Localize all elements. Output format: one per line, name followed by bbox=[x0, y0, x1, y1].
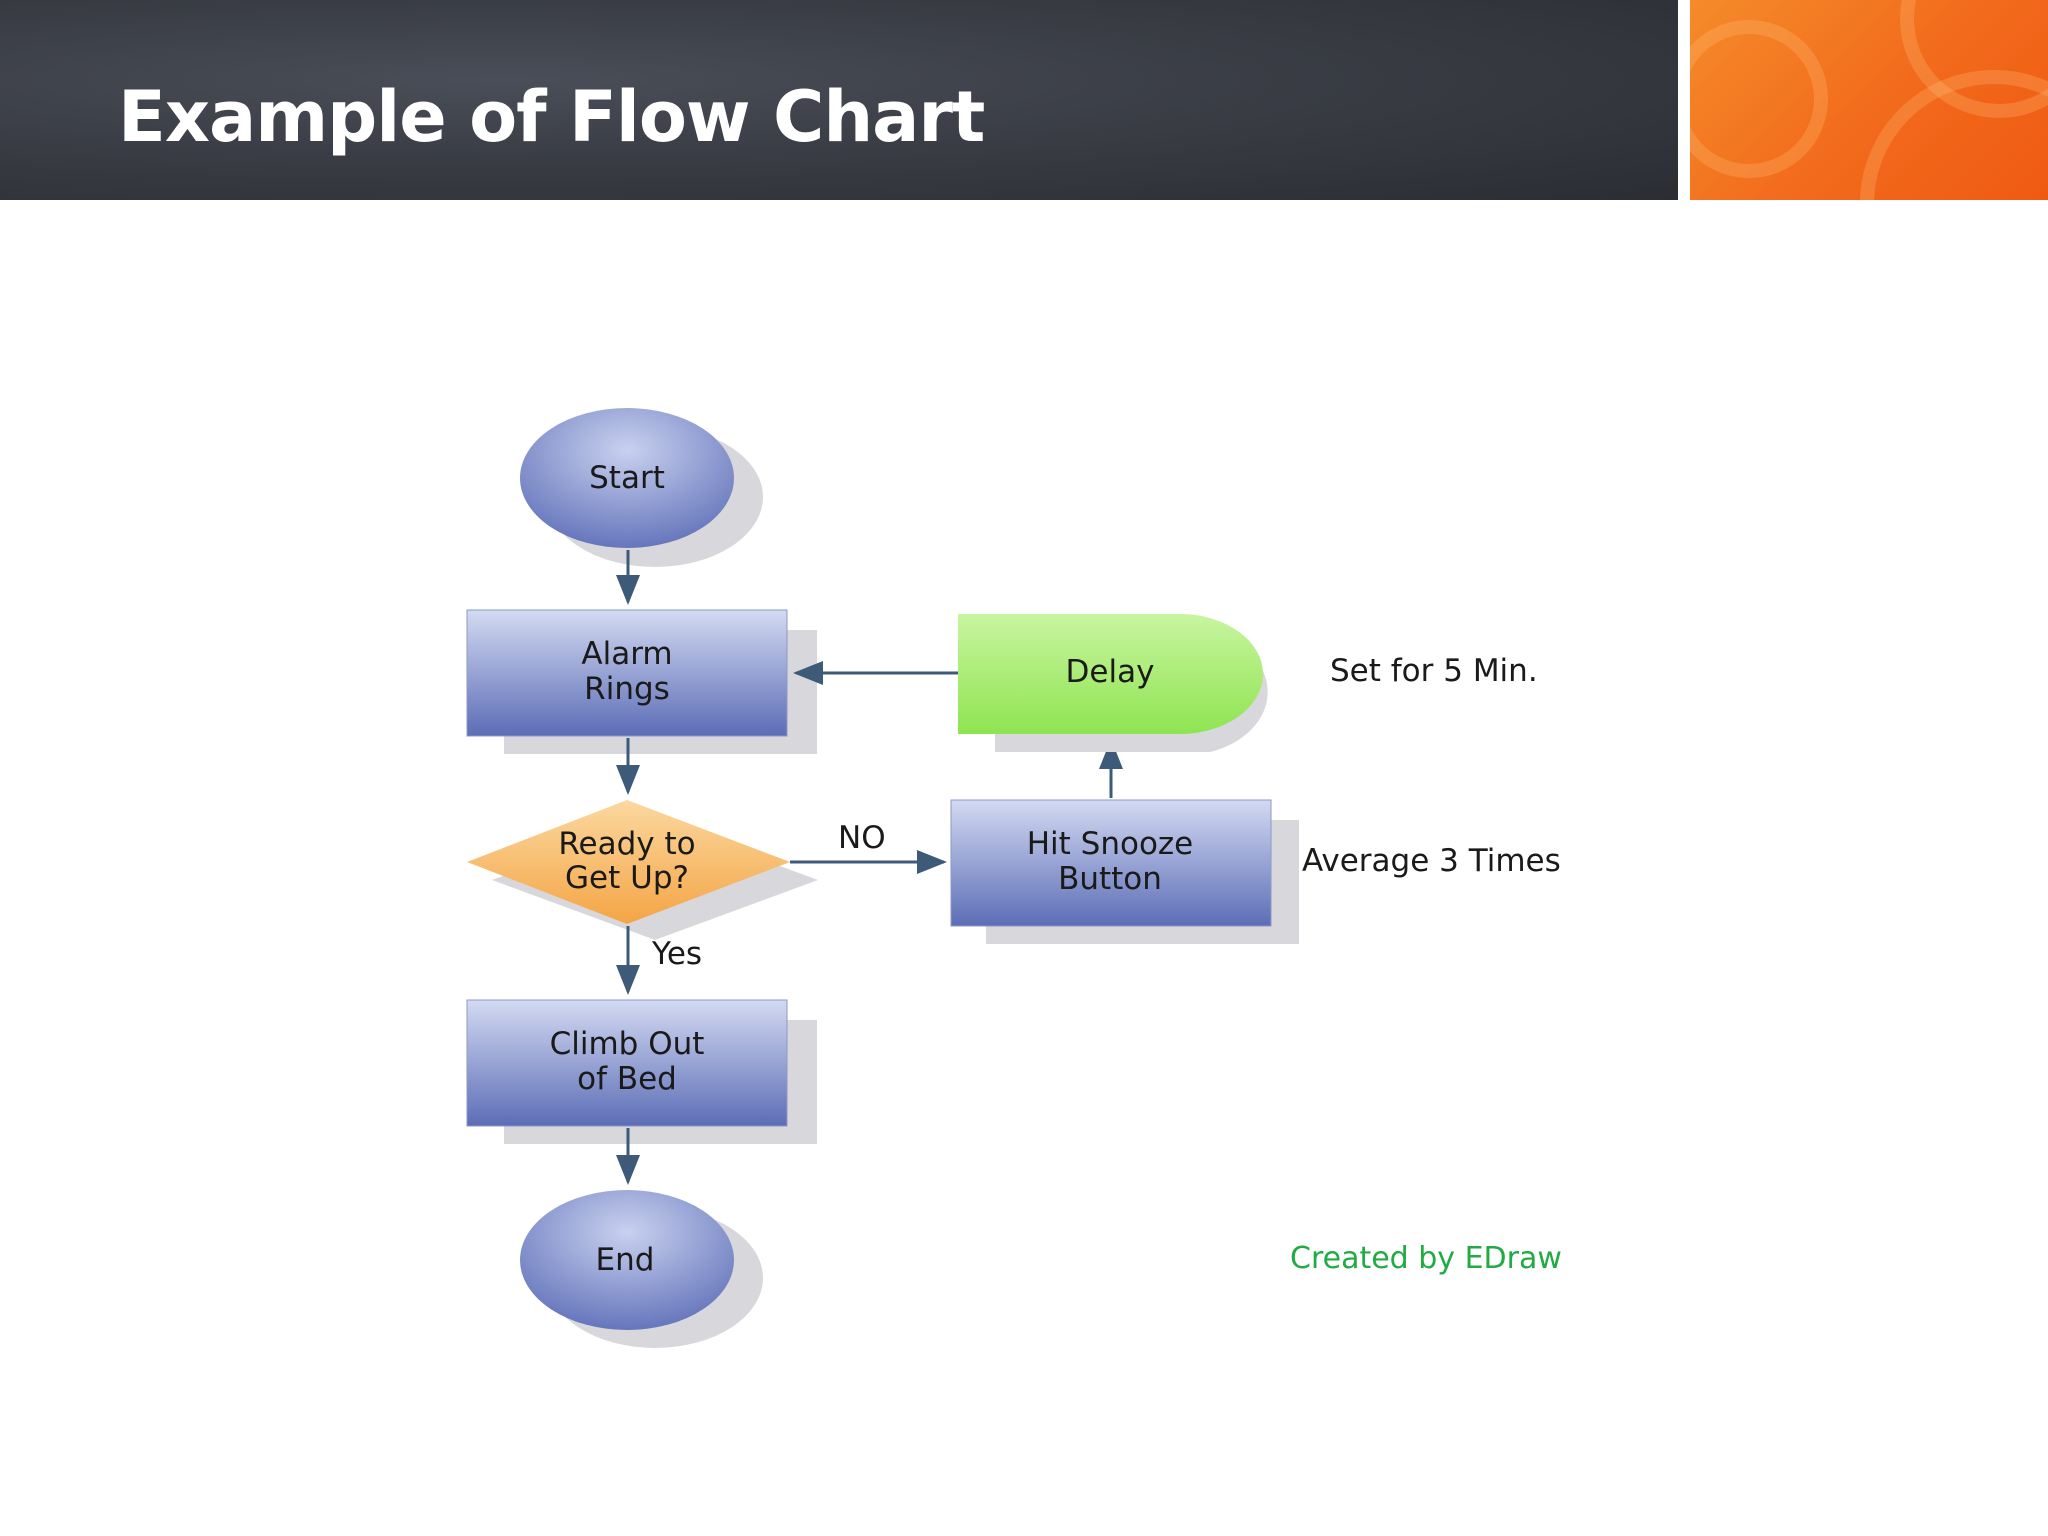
snooze-label-line2: Button bbox=[1058, 861, 1162, 897]
snooze-annotation: Average 3 Times bbox=[1302, 843, 1561, 879]
start-node: Start bbox=[520, 408, 763, 567]
delay-node: Delay bbox=[958, 614, 1268, 752]
start-label: Start bbox=[589, 460, 665, 496]
hit-snooze-node: Hit Snooze Button bbox=[950, 799, 1299, 944]
snooze-label-line1: Hit Snooze bbox=[1027, 826, 1194, 862]
decision-label-line2: Get Up? bbox=[565, 860, 689, 896]
slide-title: Example of Flow Chart bbox=[118, 76, 985, 158]
end-node: End bbox=[520, 1190, 763, 1348]
alarm-rings-node: Alarm Rings bbox=[466, 609, 817, 754]
decision-node: Ready to Get Up? bbox=[467, 800, 818, 940]
header-divider bbox=[1678, 0, 1690, 200]
alarm-label-line1: Alarm bbox=[581, 636, 672, 672]
no-edge-label: NO bbox=[838, 820, 886, 856]
end-label: End bbox=[596, 1242, 655, 1278]
decision-label-line1: Ready to bbox=[558, 826, 695, 862]
alarm-label-line2: Rings bbox=[584, 671, 670, 707]
credit-text: Created by EDraw bbox=[1290, 1241, 1562, 1276]
slide-header-bar bbox=[0, 0, 1678, 200]
delay-annotation: Set for 5 Min. bbox=[1330, 653, 1538, 689]
header-accent-panel bbox=[1690, 0, 2048, 200]
climb-label-line2: of Bed bbox=[577, 1061, 677, 1097]
yes-edge-label: Yes bbox=[651, 936, 702, 972]
climb-label-line1: Climb Out bbox=[550, 1026, 705, 1062]
climb-out-node: Climb Out of Bed bbox=[466, 999, 817, 1144]
delay-label: Delay bbox=[1066, 654, 1155, 690]
